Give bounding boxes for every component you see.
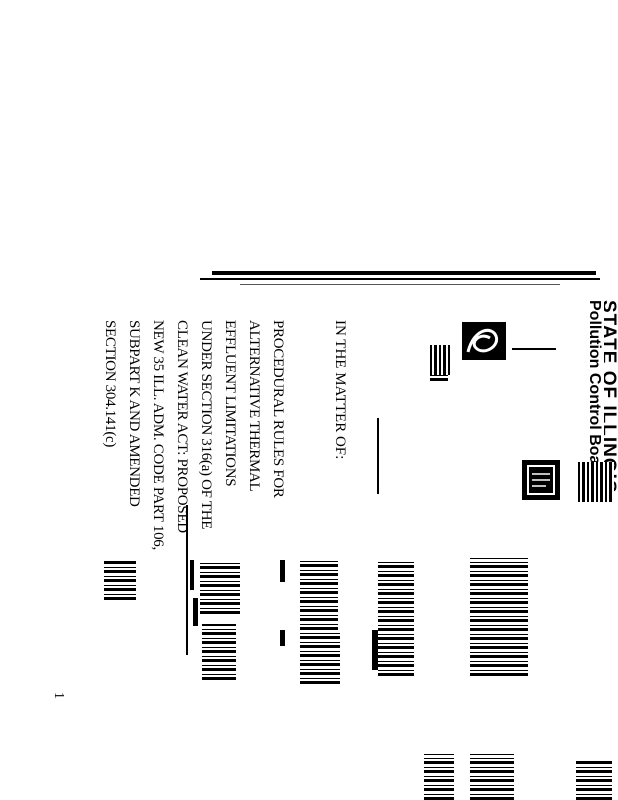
- caption-line: PROCEDURAL RULES FOR: [270, 320, 286, 498]
- illegible-text-column: [104, 560, 136, 600]
- caption-bracket-tick: [190, 560, 194, 590]
- caption-bracket-tick: [186, 505, 188, 655]
- illegible-text-column: [576, 760, 612, 800]
- matter-intro: IN THE MATTER OF:: [332, 320, 348, 460]
- caption-bracket-line: [377, 418, 379, 494]
- board-logo: [462, 322, 506, 360]
- logo-signature-mark: [430, 345, 452, 375]
- caption-line: UNDER SECTION 316(a) OF THE: [198, 320, 214, 530]
- seal-scan-noise: [578, 462, 614, 502]
- seal-icon: [527, 465, 555, 495]
- caption-line: NEW 35 ILL. ADM. CODE PART 106,: [150, 320, 166, 550]
- caption-bracket-tick: [193, 598, 198, 626]
- seal-stamp: [522, 460, 560, 500]
- illegible-text-column: [378, 560, 414, 676]
- illegible-text-column: [300, 560, 338, 630]
- caption-line: SUBPART K AND AMENDED: [126, 320, 142, 507]
- logo-mark-icon: [466, 328, 499, 353]
- illegible-text-marker: [280, 630, 285, 646]
- illegible-text-column: [424, 754, 454, 800]
- header-rule-thin: [200, 278, 600, 280]
- case-caption: IN THE MATTER OF:: [328, 320, 352, 459]
- illegible-text-column: [470, 754, 514, 800]
- illegible-text-column: [202, 624, 236, 680]
- illegible-text-marker: [372, 630, 378, 670]
- caption-line: EFFLUENT LIMITATIONS: [222, 320, 238, 487]
- page-number-text: 1: [51, 692, 66, 699]
- caption-line: CLEAN WATER ACT: PROPOSED: [174, 320, 190, 533]
- header-rule-fade: [240, 284, 560, 285]
- illegible-text-column: [300, 632, 340, 684]
- logo-underline: [512, 348, 556, 350]
- case-title-block: PROCEDURAL RULES FOR ALTERNATIVE THERMAL…: [98, 320, 290, 550]
- illegible-text-column: [470, 558, 528, 676]
- header-rule-thick: [212, 271, 596, 275]
- caption-line: SECTION 304.141(c): [102, 320, 118, 448]
- illegible-text-marker: [280, 560, 285, 582]
- illegible-text-column: [200, 560, 240, 614]
- letterhead-scan-noise: [430, 375, 448, 381]
- page-number: 1: [50, 692, 66, 699]
- caption-line: ALTERNATIVE THERMAL: [246, 320, 262, 492]
